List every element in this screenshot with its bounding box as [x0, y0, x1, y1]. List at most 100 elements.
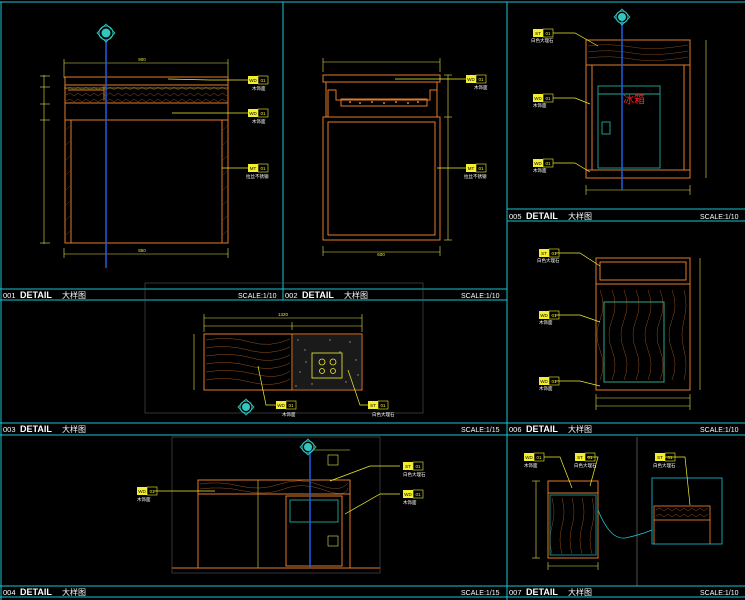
- svg-text:01: 01: [551, 251, 557, 256]
- material-tag: WD 01 木饰面: [403, 489, 424, 506]
- panel-subtitle: 大样图: [568, 211, 592, 221]
- material-tag: WD 01 木饰面: [137, 486, 158, 503]
- svg-text:白色大理石: 白色大理石: [372, 411, 395, 418]
- svg-text:01: 01: [545, 31, 551, 36]
- panel-number: 003: [3, 425, 16, 434]
- svg-text:01: 01: [415, 464, 421, 469]
- svg-text:01: 01: [288, 403, 294, 408]
- svg-text:MT: MT: [468, 166, 475, 171]
- svg-text:木饰面: 木饰面: [474, 84, 488, 91]
- svg-text:WD: WD: [467, 77, 475, 82]
- panel-subtitle: 大样图: [568, 587, 592, 597]
- title-bar-007: 007 DETAIL 大样图 SCALE:1/10: [509, 587, 739, 597]
- svg-text:01: 01: [478, 166, 484, 171]
- svg-text:WD: WD: [534, 161, 542, 166]
- panel-number: 007: [509, 588, 522, 597]
- svg-text:ST: ST: [541, 251, 547, 256]
- svg-text:01: 01: [260, 166, 266, 171]
- panel-scale: SCALE:1/10: [461, 293, 500, 300]
- material-tag: ST 01 白色大理石: [653, 452, 676, 469]
- svg-text:01: 01: [478, 77, 484, 82]
- material-tag: WD 01 木饰面: [533, 158, 554, 174]
- panel-scale: SCALE:1/10: [700, 214, 739, 221]
- section-marker: [237, 398, 255, 416]
- svg-text:WD: WD: [249, 78, 257, 83]
- svg-text:01: 01: [551, 379, 557, 384]
- panel-subtitle: 大样图: [62, 424, 86, 434]
- svg-text:白色大理石: 白色大理石: [403, 471, 426, 478]
- svg-text:WD: WD: [534, 96, 542, 101]
- material-tag: WD 01 木饰面: [248, 75, 269, 92]
- panel-title: DETAIL: [526, 587, 558, 597]
- material-tag: WD 01 木饰面: [533, 93, 554, 109]
- section-marker: [96, 23, 116, 43]
- svg-text:木饰面: 木饰面: [137, 496, 151, 503]
- fridge-label: 冰箱: [623, 92, 645, 106]
- svg-text:01: 01: [536, 455, 542, 460]
- title-bar-006: 006 DETAIL 大样图 SCALE:1/10: [509, 424, 739, 434]
- svg-text:01: 01: [415, 492, 421, 497]
- svg-text:木饰面: 木饰面: [539, 385, 553, 392]
- panel-scale: SCALE:1/10: [238, 293, 277, 300]
- panel-number: 001: [3, 291, 16, 300]
- title-bar-002: 002 DETAIL 大样图 SCALE:1/10: [285, 290, 500, 300]
- drawing-007: WD 01 木饰面 ST 01 白色大理石 ST 01 白色大理石: [524, 437, 723, 586]
- svg-text:ST: ST: [370, 403, 376, 408]
- section-marker: [299, 438, 317, 456]
- svg-text:01: 01: [380, 403, 386, 408]
- panel-subtitle: 大样图: [344, 290, 368, 300]
- svg-text:WD: WD: [540, 379, 548, 384]
- panel-title: DETAIL: [526, 211, 558, 221]
- svg-text:WD: WD: [525, 455, 533, 460]
- section-marker: [613, 8, 631, 26]
- svg-text:WD: WD: [277, 403, 285, 408]
- svg-text:木饰面: 木饰面: [524, 462, 538, 469]
- panel-title: DETAIL: [20, 290, 52, 300]
- svg-text:ST: ST: [577, 455, 583, 460]
- title-bar-005: 005 DETAIL 大样图 SCALE:1/10: [509, 211, 739, 221]
- svg-text:木饰面: 木饰面: [539, 319, 553, 326]
- material-tag: WD 01 木饰面: [524, 452, 545, 469]
- svg-text:木饰面: 木饰面: [533, 102, 547, 109]
- panel-title: DETAIL: [20, 424, 52, 434]
- dimension-label: 850: [138, 248, 146, 253]
- panel-subtitle: 大样图: [62, 587, 86, 597]
- material-tag: ST 01 白色大理石: [531, 28, 554, 44]
- svg-text:01: 01: [587, 455, 593, 460]
- svg-text:WD: WD: [404, 492, 412, 497]
- material-tag: MT 01 拉丝不锈钢: [464, 163, 487, 180]
- drawing-004: WD 01 木饰面 ST 01 白色大理石 WD 01 木饰面: [137, 436, 426, 574]
- drawing-003: 1320: [144, 282, 424, 418]
- panel-scale: SCALE:1/10: [700, 427, 739, 434]
- panel-subtitle: 大样图: [568, 424, 592, 434]
- panel-number: 002: [285, 291, 298, 300]
- material-tag: WD 01 木饰面: [539, 376, 560, 392]
- title-bar-004: 004 DETAIL 大样图 SCALE:1/15: [3, 587, 500, 597]
- svg-text:01: 01: [667, 455, 673, 460]
- svg-text:WD: WD: [249, 111, 257, 116]
- svg-text:木饰面: 木饰面: [403, 499, 417, 506]
- svg-text:拉丝不锈钢: 拉丝不锈钢: [464, 173, 487, 180]
- material-tag: ST 01 白色大理石: [368, 400, 395, 418]
- panel-number: 004: [3, 588, 16, 597]
- panel-number: 005: [509, 212, 522, 221]
- drawing-001: 900 850: [40, 23, 269, 268]
- svg-text:ST: ST: [405, 464, 411, 469]
- svg-text:ST: ST: [535, 31, 541, 36]
- svg-text:01: 01: [149, 489, 155, 494]
- svg-text:拉丝不锈钢: 拉丝不锈钢: [246, 173, 269, 180]
- panel-title: DETAIL: [526, 424, 558, 434]
- panel-scale: SCALE:1/10: [700, 590, 739, 597]
- panel-scale: SCALE:1/15: [461, 427, 500, 434]
- material-tag: WD 01 木饰面: [276, 400, 297, 418]
- svg-text:木饰面: 木饰面: [252, 118, 266, 125]
- material-tag: ST 01 白色大理石: [403, 461, 426, 478]
- svg-text:木饰面: 木饰面: [252, 85, 266, 92]
- svg-text:木饰面: 木饰面: [282, 411, 296, 418]
- dimension-label: 900: [138, 57, 146, 62]
- title-bar-003: 003 DETAIL 大样图 SCALE:1/15: [3, 424, 500, 434]
- svg-text:01: 01: [545, 96, 551, 101]
- svg-text:MT: MT: [250, 166, 257, 171]
